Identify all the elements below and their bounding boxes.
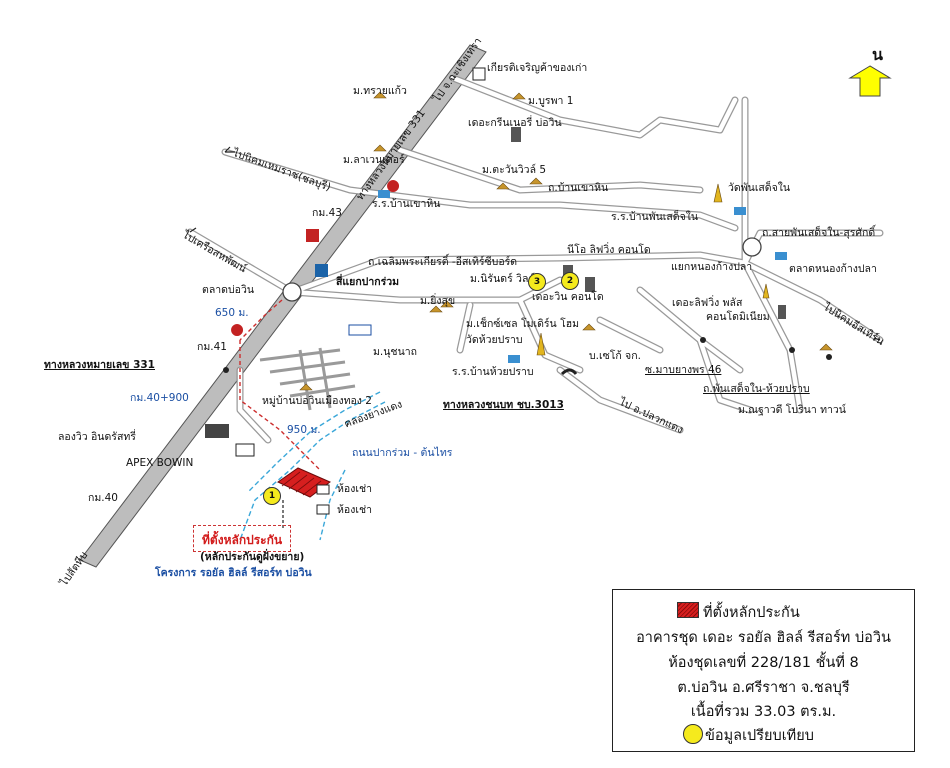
m-nirun-label: ม.นิรันดร์ วิลล์: [470, 273, 535, 285]
km40-label: กม.40: [88, 492, 118, 504]
apex-label: APEX BOWIN: [126, 457, 194, 469]
temple-icons: [536, 183, 770, 356]
rental-icon-2: [316, 504, 330, 515]
wat-huai-label: วัดห้วยปราบ: [466, 334, 523, 346]
b-seiko-label: บ.เซโก้ จก.: [589, 350, 641, 362]
living-plus-label: เดอะลิฟวิ่ง พลัส: [672, 297, 743, 309]
greenery-label: เดอะกรีนเนอรี่ บ่อวิน: [468, 117, 562, 129]
room2-label: ห้องเช่า: [337, 504, 372, 516]
kiat-building-icon: [472, 67, 486, 81]
m-chic-label: ม.เช็กซ์เซล โมเดิร์น โฮม: [466, 318, 580, 330]
ptt-icon-2: [387, 180, 400, 192]
kiat-charoen-label: เกียรติเจริญค้าของเก่า: [487, 62, 588, 74]
legend-line5: เนื้อที่รวม 33.03 ตร.ม.: [690, 704, 837, 720]
school-khao-hin-label: ร.ร.บ้านเขาหิน: [372, 198, 441, 210]
niyo-label: นีโอ ลิฟวิ่ง คอนโด: [567, 244, 651, 256]
distance-lines: [239, 299, 321, 471]
compare-marker-2: 2: [561, 272, 579, 290]
the-win-label: เดอะวิน คอนโด: [532, 291, 604, 303]
compare-marker-3: 3: [528, 273, 546, 291]
soi-mab-label: ซ.มาบยางพร 46: [645, 364, 722, 376]
school-phan-sadet-label: ร.ร.บ้านพันเสด็จใน: [611, 211, 699, 223]
junction-nong-kang: [742, 237, 762, 257]
km43-label: กม.43: [312, 207, 342, 219]
apex-icon: [235, 443, 255, 457]
m-tawan-label: ม.ตะวันวิวล์ 5: [482, 164, 547, 176]
factory-icon: [205, 424, 229, 438]
m-ying-suk-label: ม.ยิ่งสุข: [420, 295, 456, 307]
poster-icon: [306, 229, 319, 242]
m-burapha-label: ม.บูรพา 1: [528, 95, 574, 107]
rental-icon-1: [316, 484, 330, 495]
north-arrow: [848, 65, 892, 97]
wat-phan-sadet-label: วัดพันเสด็จใน: [728, 182, 791, 194]
junction-pak-ruam-label: สี่แยกปากร่วม: [336, 276, 400, 288]
rural-road-label: ทางหลวงชนบท ชบ.3013: [443, 399, 564, 411]
market-nong-kang-label: ตลาดหนองก้างปลา: [789, 263, 877, 275]
market-bowin-label: ตลาดบ่อวิน: [202, 284, 255, 296]
site-title-label: ที่ตั้งหลักประกัน: [202, 533, 283, 547]
dist-650-label: 650 ม.: [215, 307, 249, 319]
legend-box: ที่ตั้งหลักประกัน อาคารชุด เดอะ รอยัล ฮิ…: [612, 589, 915, 752]
m-lavender-label: ม.ลาเวนเดอร์: [343, 154, 405, 166]
hwy331-road-label: ทางหลวงหมายเลข 331: [44, 359, 155, 371]
house-icons: [299, 91, 833, 391]
compare-marker-1: 1: [263, 487, 281, 505]
site-title-box: ที่ตั้งหลักประกัน: [193, 525, 292, 552]
village-grid: [259, 347, 356, 411]
dist-950-label: 950 ม.: [287, 424, 321, 436]
legend-subject-swatch: [677, 602, 699, 618]
legend-compare-swatch: [683, 724, 703, 744]
sai-phan-sadet-road-label: ถ.สายพันเสด็จใน-สุรศักดิ์: [762, 227, 876, 239]
ban-khao-hin-road-label: ถ.บ้านเขาหิน: [548, 182, 609, 194]
school-icons: [378, 190, 787, 363]
ptt-icon: [231, 324, 244, 336]
lotus-icon: [348, 324, 372, 336]
curve-arrow: [560, 368, 578, 376]
north-label: น: [872, 45, 883, 64]
condo-minium-label: คอนโดมิเนียม: [706, 311, 770, 323]
chaloem-road-label: ถ.เฉลิมพระเกียรติ์ -อีสเทิร์ซีบอร์ด: [368, 256, 518, 268]
legend-line4: ต.บ่อวิน อ.ศรีราชา จ.ชลบุรี: [677, 680, 850, 696]
village-bowin-label: หมู่บ้านบ่อวินเมืองทอง 2: [262, 395, 372, 407]
junction-pak-ruam: [282, 282, 302, 302]
legend-line3: ห้องชุดเลขที่ 228/181 ชั้นที่ 8: [668, 655, 859, 671]
room1-label: ห้องเช่า: [337, 483, 372, 495]
legend-item-compare: ข้อมูลเปรียบเทียบ: [705, 728, 814, 744]
m-nusnad-label: ม.นุชนาถ: [373, 346, 417, 358]
km40-900-label: กม.40+900: [130, 392, 189, 404]
junction-nong-kang-label: แยกหนองก้างปลา: [671, 261, 753, 273]
bank-icon: [315, 264, 328, 277]
project-label: โครงการ รอยัล ฮิลล์ รีสอร์ท บ่อวิน: [155, 567, 312, 579]
canal-lines: [239, 391, 386, 541]
km41-label: กม.41: [197, 341, 227, 353]
longwin-label: ลองวิว อินดรัสทรี่: [58, 431, 136, 443]
pak-ruam-tonthai-road-label: ถนนปากร่วม - ต้นไทร: [352, 447, 453, 459]
m-sai-kaew-label: ม.ทรายแก้ว: [353, 85, 407, 97]
school-huai-label: ร.ร.บ้านห้วยปราบ: [452, 366, 534, 378]
legend-item-subject: ที่ตั้งหลักประกัน: [703, 605, 800, 621]
highway-331: [79, 44, 487, 568]
site-sub-label: (หลักประกันดูฝั่งขยาย): [200, 551, 305, 563]
legend-line2: อาคารชุด เดอะ รอยัล ฮิลล์ รีสอร์ท บ่อวิน: [636, 630, 891, 646]
phan-sadet-huai-road-label: ถ.พันเสด็จใน-ห้วยปราบ: [703, 383, 810, 395]
m-nathawut-label: ม.ณฐาวดี โบรินา ทาวน์: [738, 404, 846, 416]
